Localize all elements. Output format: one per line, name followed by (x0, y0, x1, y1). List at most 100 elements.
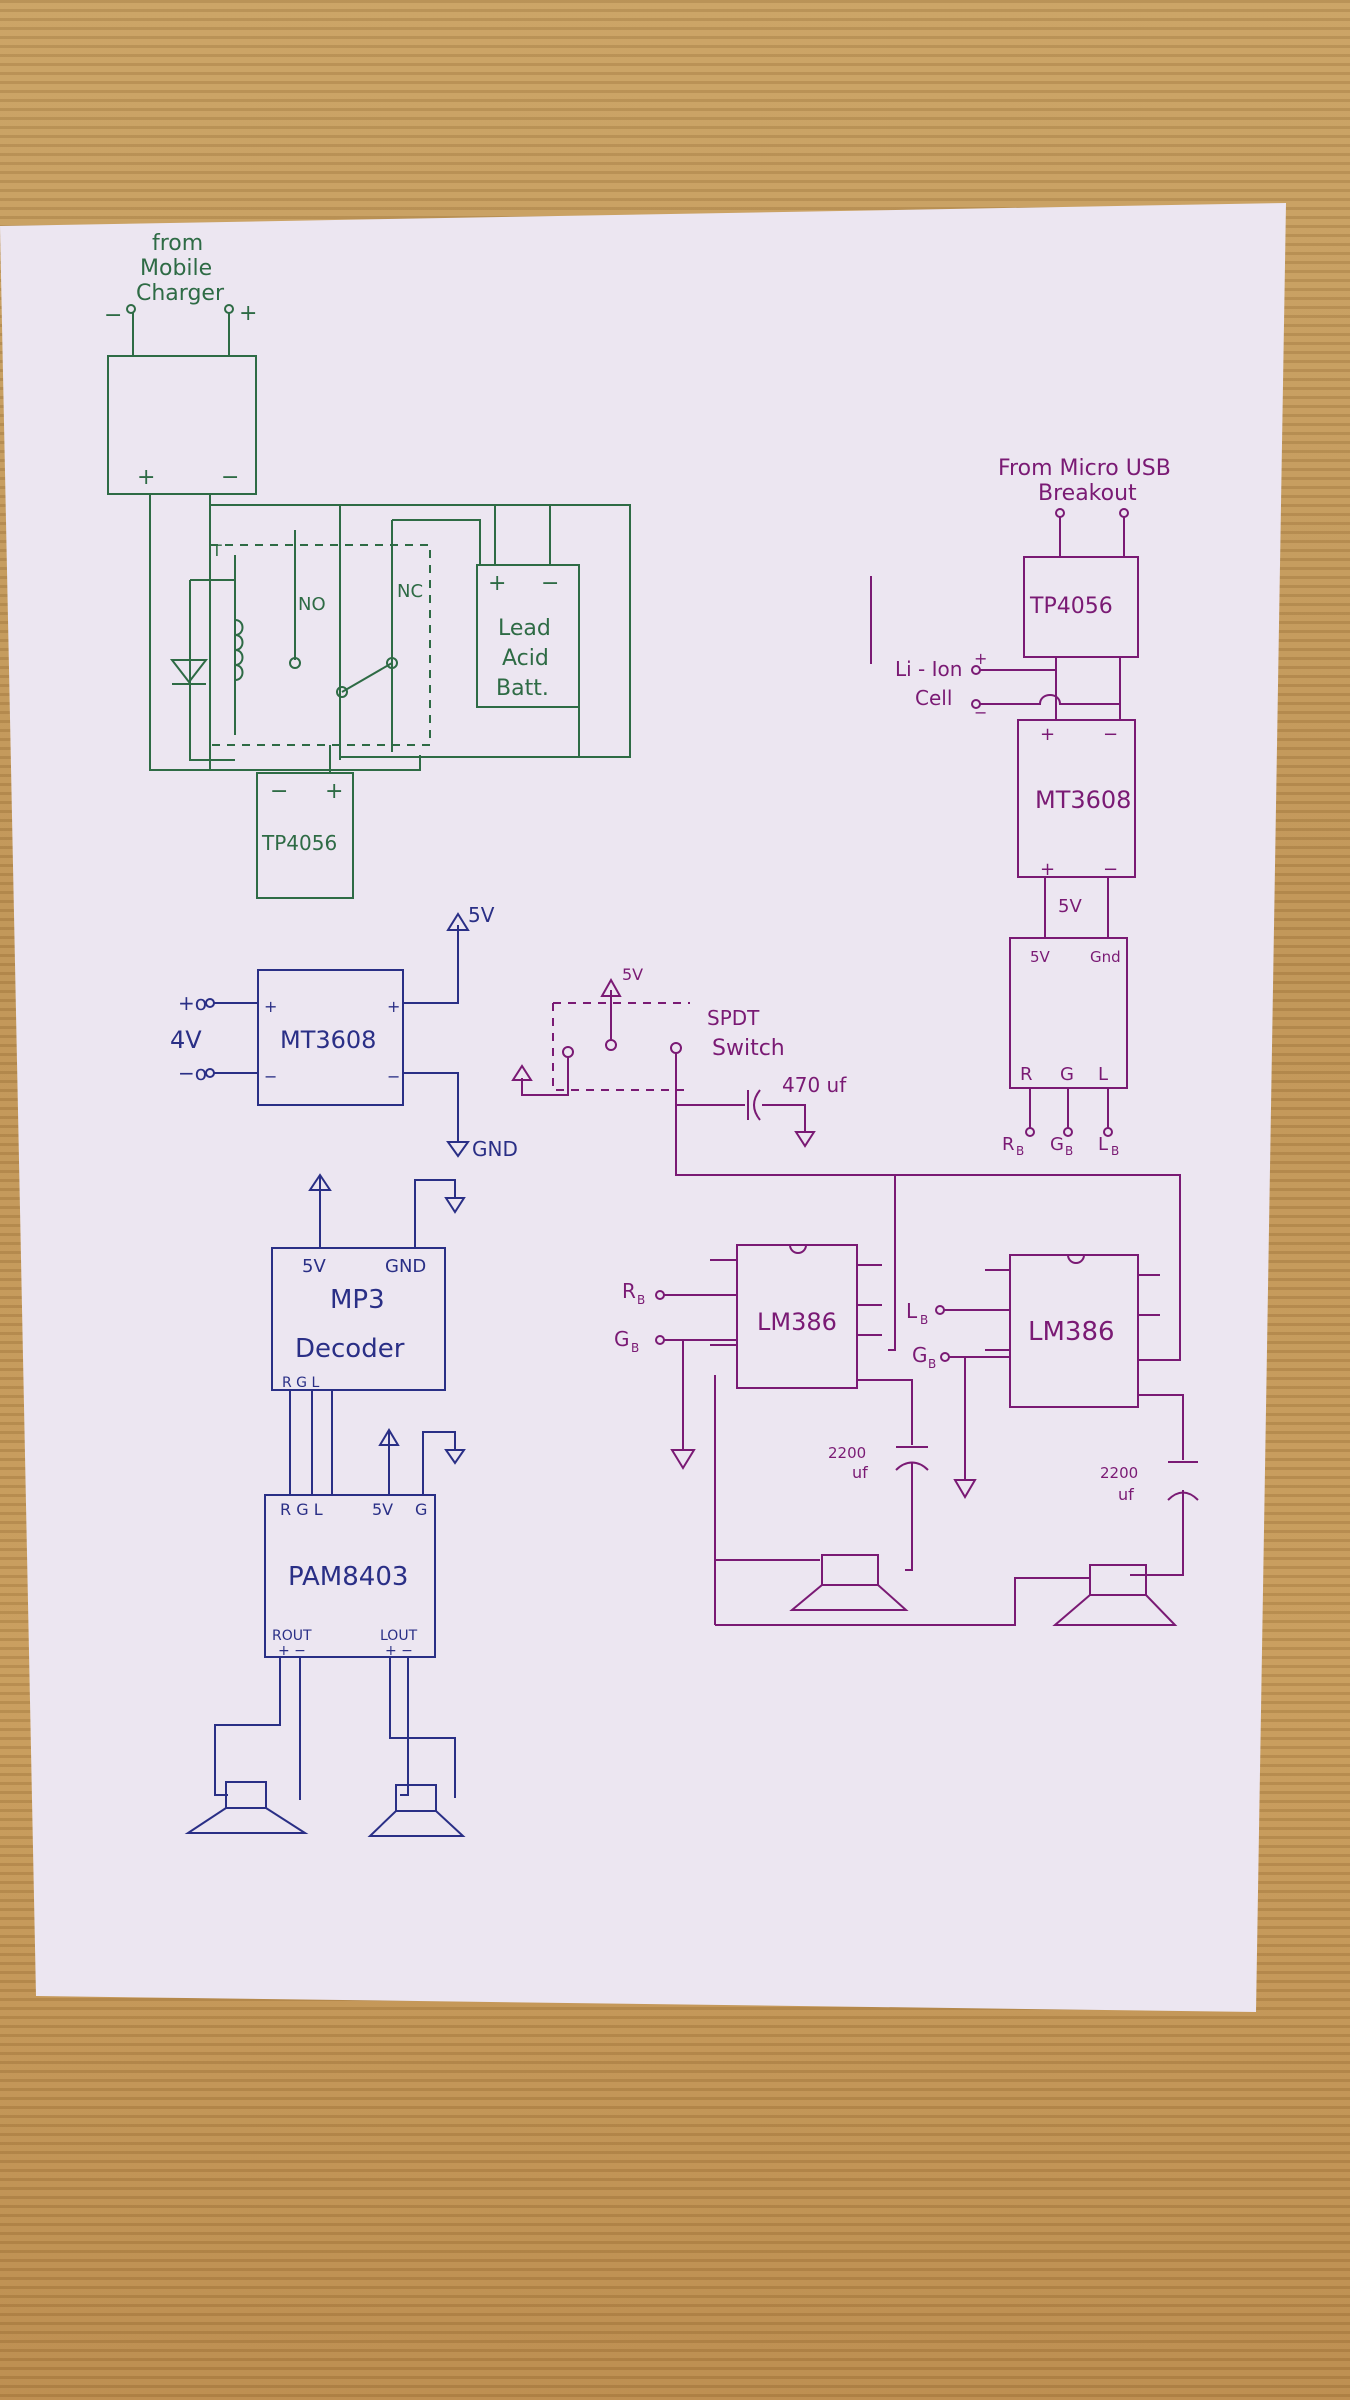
relay-t-label: T (211, 541, 222, 560)
blue-audio-circuit (184, 912, 470, 1837)
purple-text-layer: From Micro USB Breakout TP4056 Li - Ion … (614, 456, 1171, 1504)
out-gb-sub: B (1065, 1144, 1073, 1158)
boost-plus-right: + (387, 997, 400, 1016)
amp2-lb-label: L (906, 1299, 918, 1323)
green-charging-circuit (107, 304, 631, 899)
pam-pins-left: R G L (280, 1500, 323, 1519)
mp3-decoder-module (271, 1247, 446, 1391)
mp3-pins-label: R G L (282, 1375, 319, 1391)
lm386-left (736, 1244, 858, 1389)
boost-minus-left: − (264, 1067, 277, 1086)
module-minus-label: − (221, 465, 239, 490)
boost-plus-left: + (264, 997, 277, 1016)
usb-label-1: From Micro USB (998, 456, 1171, 481)
battery-lead-label: Lead (498, 616, 551, 641)
mt-plus-label: + (1040, 724, 1055, 745)
charger-label-mobile: Mobile (140, 256, 212, 281)
decoder-label: Decoder (295, 1334, 405, 1364)
mt-plus2-label: + (1040, 859, 1055, 880)
cell-label-2: Cell (915, 686, 952, 710)
boost-in-minus-label: −o (178, 1061, 207, 1085)
purple-amplifier-circuit (511, 977, 1199, 1626)
pam-5v-label: 5V (372, 1500, 393, 1519)
tp-minus-label: − (270, 779, 288, 804)
blue-text-layer: +o 4V −o + + − − MT3608 5V GND 5V GND MP… (170, 903, 518, 1659)
cap2-value-label: 2200 (1100, 1464, 1138, 1482)
blue-mt3608-module (257, 969, 404, 1106)
out-rb-label: R (1002, 1134, 1015, 1155)
usb-label-2: Breakout (1038, 481, 1137, 506)
mp3-label: MP3 (330, 1285, 385, 1315)
green-tp4056-module (256, 772, 354, 899)
module-plus-label: + (137, 465, 155, 490)
spdt-5v-label: 5V (622, 965, 643, 984)
lm386-right (1009, 1254, 1139, 1408)
pam8403-module (264, 1494, 436, 1658)
pam-rout-label: ROUT (272, 1628, 312, 1644)
cap1-value-label: 2200 (828, 1444, 866, 1462)
out-lb-label: L (1098, 1134, 1108, 1155)
cap1-unit-label: uf (852, 1463, 868, 1482)
boost-in-plus-label: +o (178, 991, 207, 1015)
amp1-rb-sub: B (637, 1293, 645, 1307)
mp3-5v-label: 5V (302, 1256, 326, 1277)
out-lb-sub: B (1111, 1144, 1119, 1158)
charger-module (107, 355, 257, 495)
boost-minus-right: − (387, 1067, 400, 1086)
purple-tp4056-label: TP4056 (1029, 594, 1113, 619)
dec-gnd-label: Gnd (1090, 948, 1121, 966)
charger-label-from: from (152, 231, 203, 256)
charger-plus-label: + (239, 301, 257, 326)
dec-g-label: G (1060, 1064, 1074, 1085)
purple-mt3608-label: MT3608 (1035, 786, 1131, 814)
tp-plus-label: + (325, 779, 343, 804)
pam-pm-right: + − (385, 1643, 413, 1659)
green-tp4056-label: TP4056 (261, 831, 337, 855)
cap2-unit-label: uf (1118, 1485, 1134, 1504)
dec-r-label: R (1020, 1064, 1033, 1085)
battery-plus-label: + (488, 571, 506, 596)
amp1-lm386-label: LM386 (757, 1308, 837, 1336)
pam-pm-left: + − (278, 1643, 306, 1659)
boost-in-volt-label: 4V (170, 1026, 202, 1054)
spdt-label: SPDT (707, 1006, 760, 1030)
switch-label: Switch (712, 1036, 785, 1061)
battery-batt-label: Batt. (496, 676, 549, 701)
relay-nc-label: NC (397, 581, 423, 602)
amp1-gb-sub: B (631, 1341, 639, 1355)
battery-acid-label: Acid (502, 646, 549, 671)
dec-5v-label: 5V (1030, 948, 1051, 966)
amp2-lm386-label: LM386 (1028, 1317, 1115, 1347)
blue-out-5v-label: 5V (468, 903, 495, 927)
charger-minus-label: − (104, 303, 122, 328)
blue-out-gnd-label: GND (472, 1137, 518, 1161)
cell-minus-label: − (974, 703, 987, 722)
pam-lout-label: LOUT (380, 1628, 418, 1644)
mt-minus-label: − (1103, 724, 1118, 745)
cell-label-1: Li - Ion (895, 657, 962, 681)
purple-tp4056-module (1023, 556, 1139, 658)
cap-470-label: 470 uf (782, 1073, 847, 1097)
cell-plus-label: + (974, 649, 987, 668)
purple-power-chain (870, 508, 1139, 1137)
amp1-gb-label: G (614, 1327, 630, 1351)
mid-5v-label: 5V (1058, 896, 1082, 917)
purple-mt3608-module (1017, 719, 1136, 878)
relay-no-label: NO (298, 594, 326, 615)
amp2-lb-sub: B (920, 1313, 928, 1327)
out-rb-sub: B (1016, 1144, 1024, 1158)
lead-acid-battery (476, 564, 580, 708)
pam8403-label: PAM8403 (288, 1562, 408, 1592)
green-text-layer: from Mobile Charger − + + − T NO NC + − … (104, 231, 559, 855)
mp3-gnd-label: GND (385, 1256, 426, 1277)
dec-l-label: L (1098, 1064, 1108, 1085)
paper-sheet (0, 203, 1286, 2012)
mt-minus2-label: − (1103, 859, 1118, 880)
pam-g-label: G (415, 1500, 427, 1519)
blue-mt3608-label: MT3608 (280, 1026, 376, 1054)
amp1-rb-label: R (622, 1279, 636, 1303)
amp2-gb-label: G (912, 1343, 928, 1367)
charger-label-charger: Charger (136, 281, 225, 306)
battery-minus-label: − (541, 571, 559, 596)
